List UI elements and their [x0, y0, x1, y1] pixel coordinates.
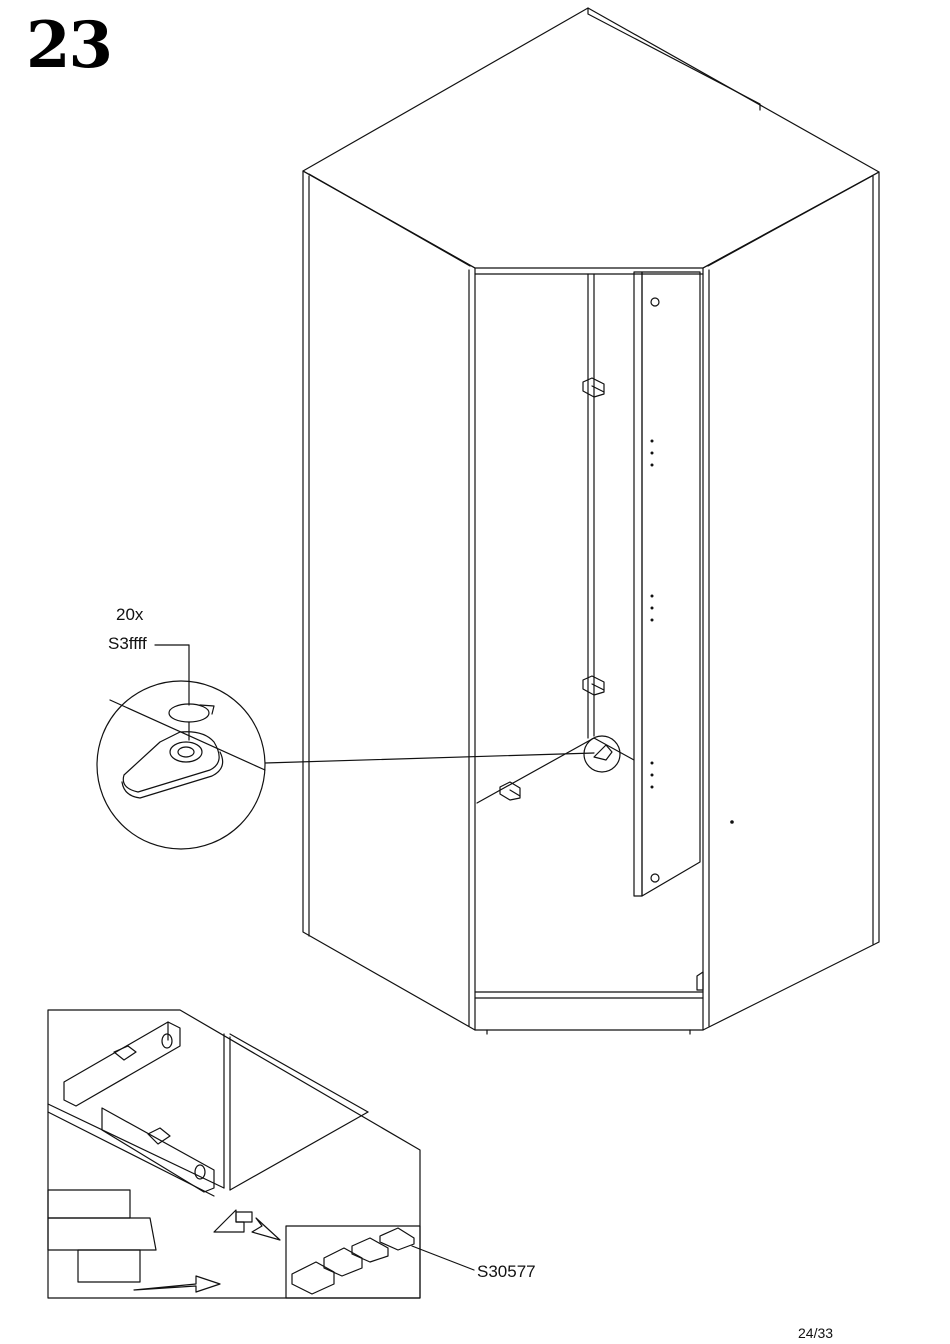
left-side-panel	[303, 171, 475, 1030]
page-number: 24/33	[798, 1325, 833, 1341]
part-code-label: S3ffff	[108, 634, 147, 654]
cam-fitting-callout	[97, 645, 265, 849]
inner-partition	[634, 272, 642, 896]
top-panel	[303, 8, 879, 268]
right-side-panel	[703, 172, 879, 1030]
detail-location-circle	[584, 736, 620, 772]
quantity-label: 20x	[116, 605, 143, 625]
push-arrow-icon	[134, 1276, 220, 1292]
leveling-detail-inset	[48, 1010, 474, 1298]
shim-icon	[292, 1262, 334, 1294]
corner-wardrobe	[303, 8, 879, 1034]
arrow-icon	[214, 1210, 244, 1232]
callout-leader	[265, 753, 594, 763]
shim-part-code-label: S30577	[477, 1262, 536, 1282]
